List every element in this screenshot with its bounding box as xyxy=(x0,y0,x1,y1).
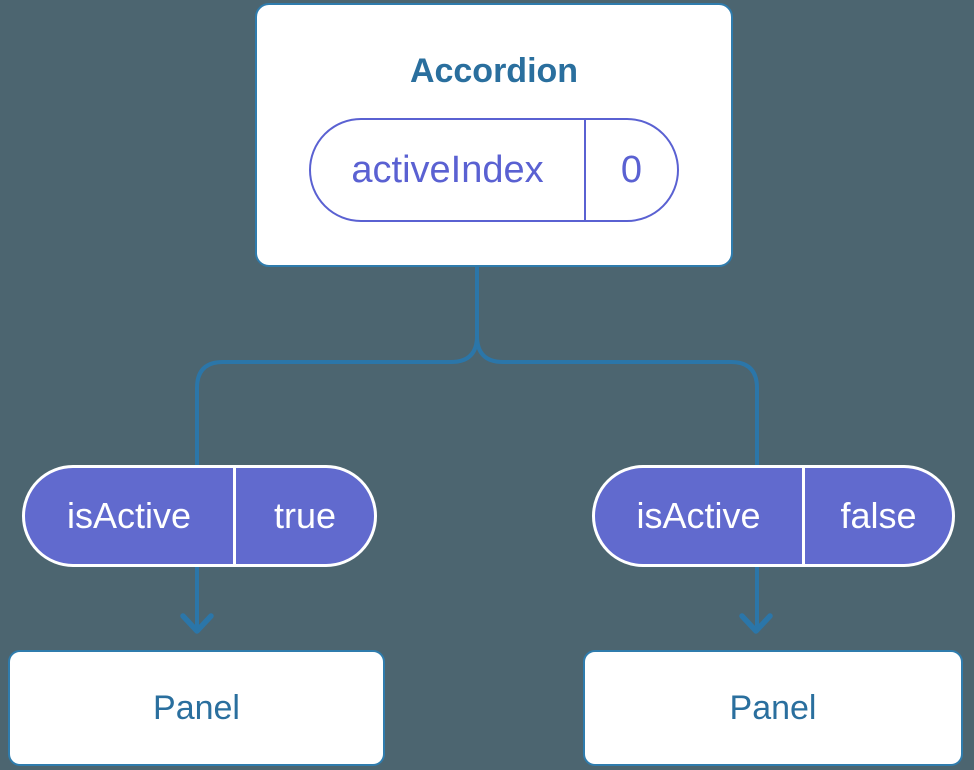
arrowhead-down-icon xyxy=(739,613,773,634)
branch-line-left xyxy=(195,264,479,631)
prop-name-label: isActive xyxy=(636,495,761,536)
accordion-component-node: Accordion activeIndex 0 xyxy=(255,3,733,267)
panel-component-node-right: Panel xyxy=(583,650,963,766)
state-name-label: activeIndex xyxy=(351,148,544,191)
panel-node-title: Panel xyxy=(729,689,817,727)
prop-pill-isactive-right: isActive false xyxy=(592,465,955,567)
prop-name-label: isActive xyxy=(66,495,192,536)
branch-line-right xyxy=(475,264,759,631)
state-value-label: 0 xyxy=(584,120,677,220)
panel-node-title: Panel xyxy=(153,689,240,727)
panel-component-node-left: Panel xyxy=(8,650,385,766)
state-badge-activeindex: activeIndex 0 xyxy=(309,118,679,222)
prop-value-label: false xyxy=(802,468,952,564)
arrowhead-down-icon xyxy=(180,613,214,634)
prop-value-label: true xyxy=(233,468,374,564)
prop-pill-isactive-left: isActive true xyxy=(22,465,377,567)
accordion-node-title: Accordion xyxy=(409,52,579,90)
